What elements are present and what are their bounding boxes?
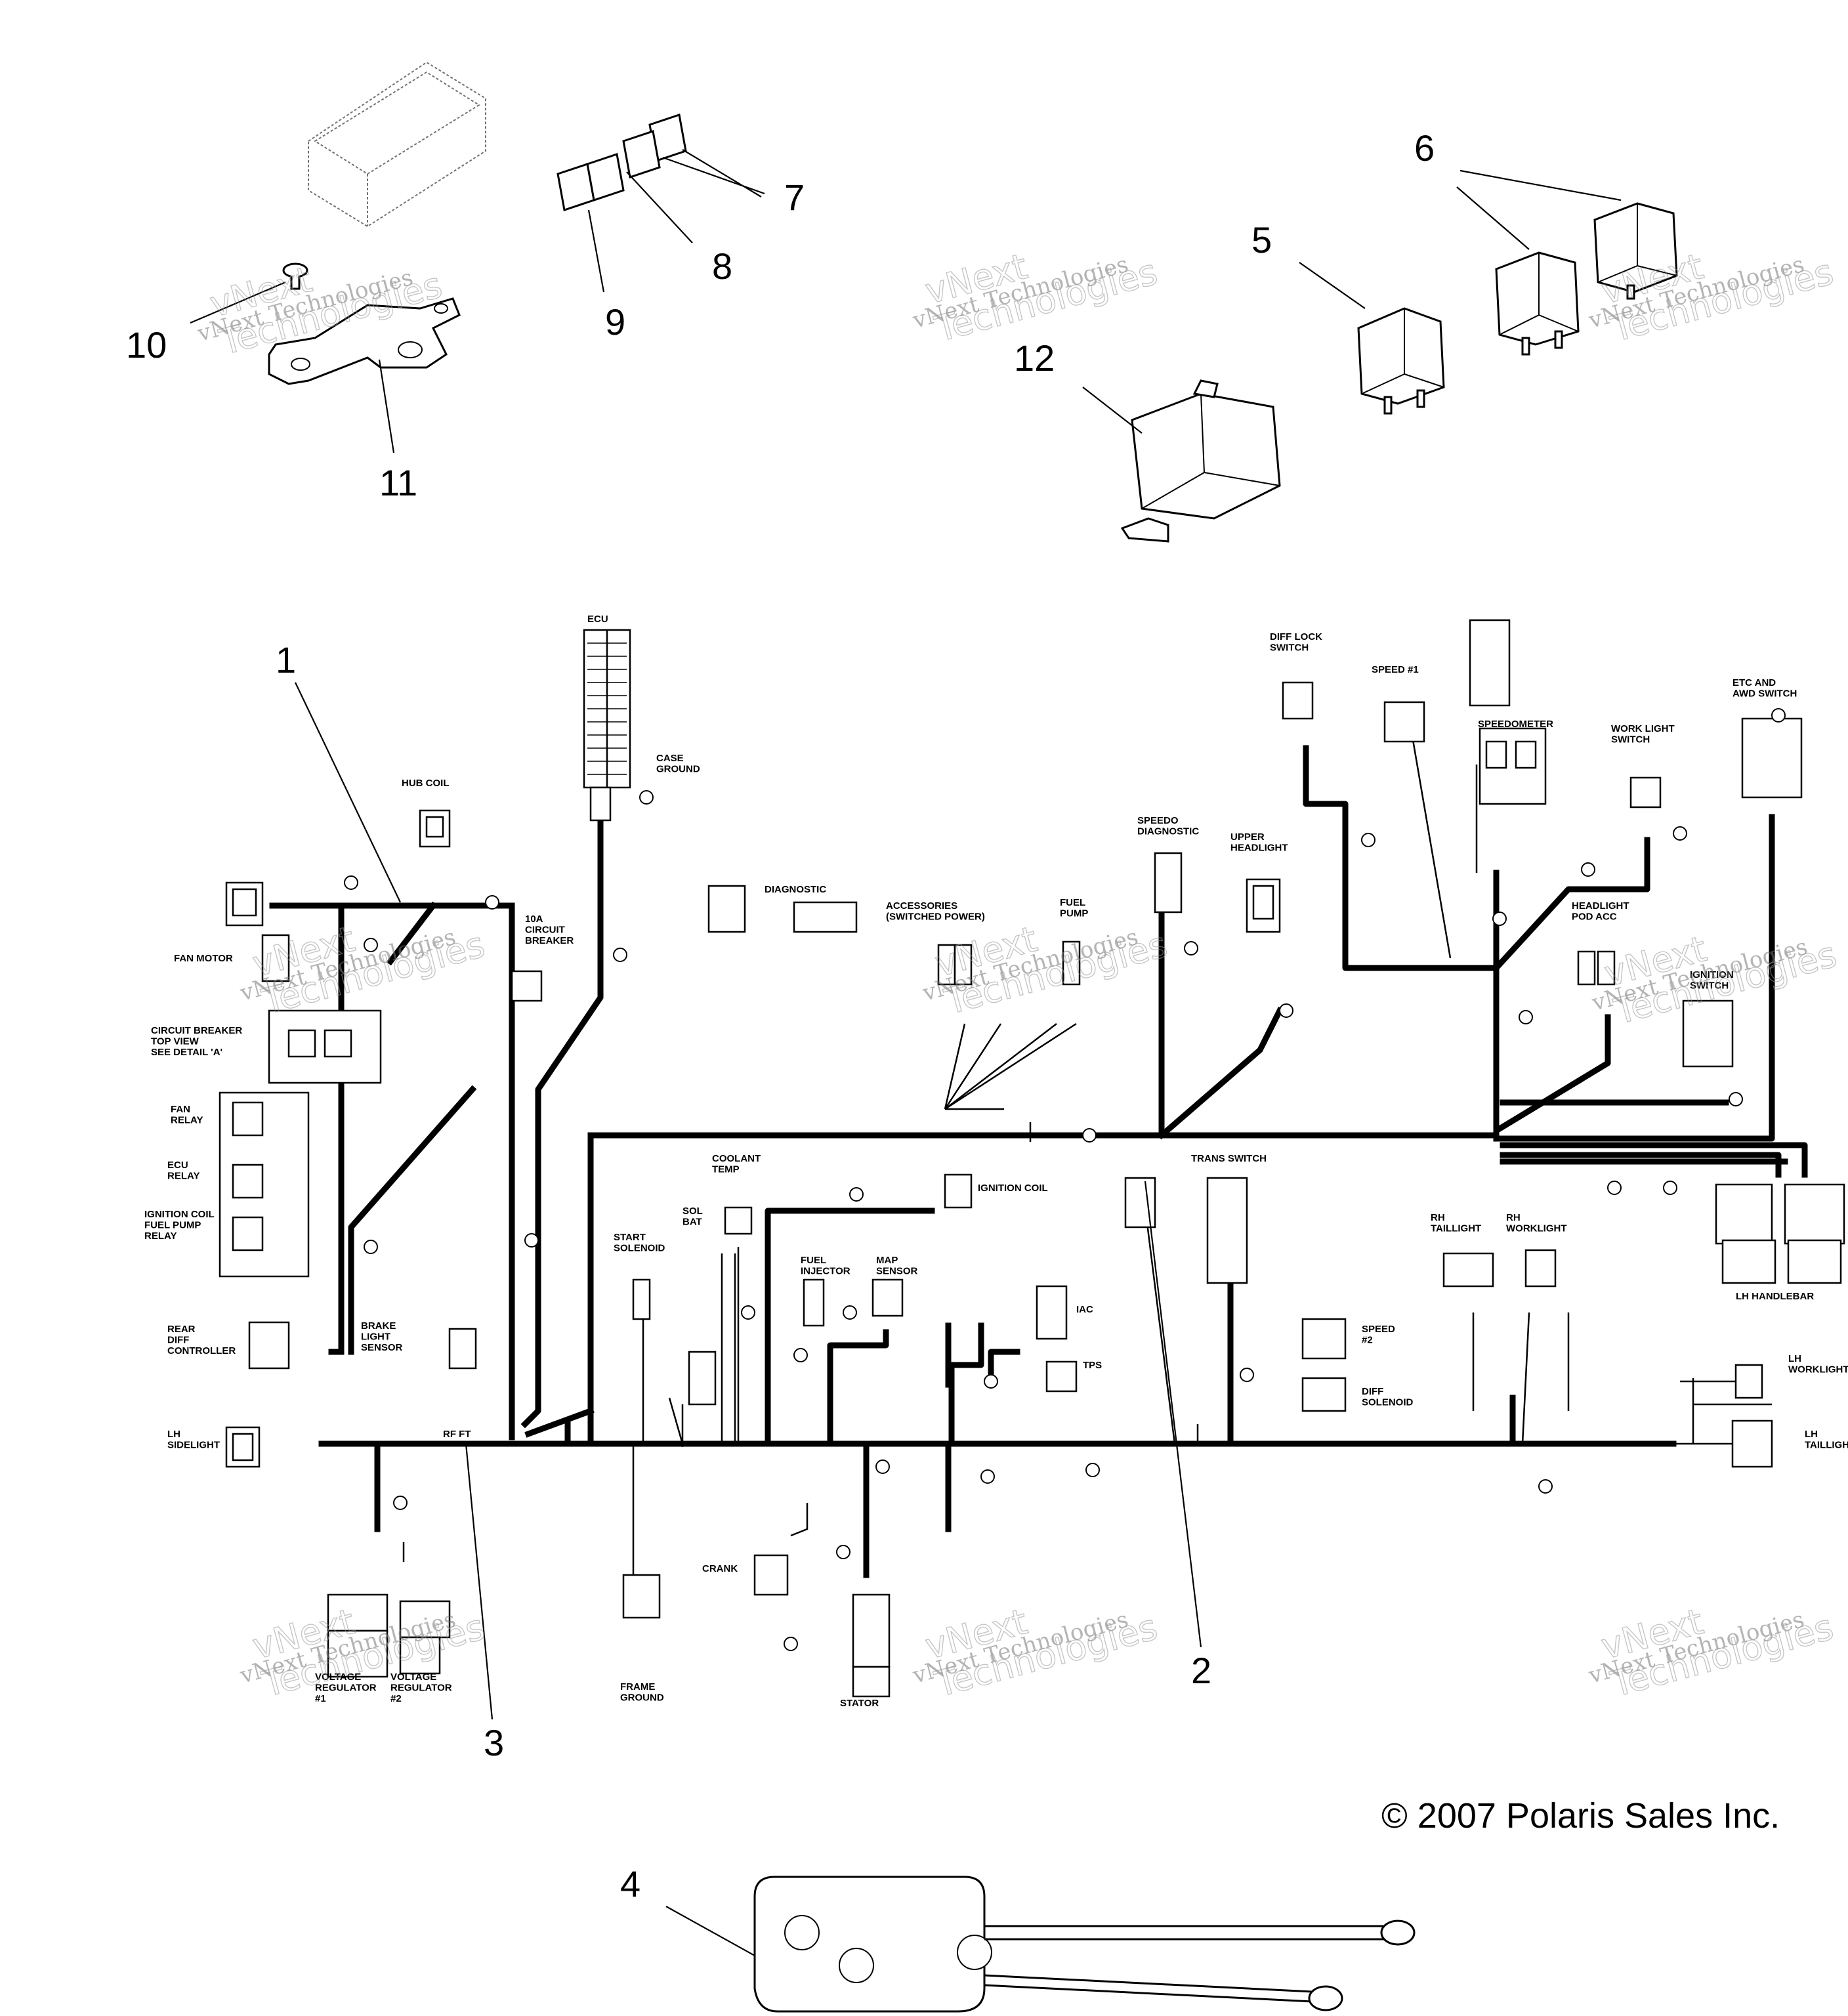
label-ecu: ECU	[587, 614, 608, 625]
callout-7: 7	[784, 177, 805, 218]
callout-12: 12	[1014, 337, 1055, 379]
relay-6a	[1495, 251, 1580, 356]
watermark: vNext Technologies vNextTechnologies	[910, 1568, 1162, 1706]
svg-text:vNextTechnologies: vNextTechnologies	[1596, 1568, 1838, 1705]
label-rf-ft: RF FT	[443, 1429, 471, 1440]
callout-10: 10	[126, 324, 167, 366]
label-ignition-coil: IGNITION COIL	[978, 1183, 1048, 1194]
connectors	[219, 619, 1845, 1698]
label-iac: IAC	[1076, 1304, 1093, 1315]
label-speed-1: SPEED #1	[1372, 664, 1419, 675]
callout-3: 3	[484, 1722, 504, 1763]
harness-trunks	[269, 745, 1808, 1578]
ecu-connector	[583, 629, 631, 822]
thin-wires	[402, 728, 1772, 1582]
svg-text:vNextTechnologies: vNextTechnologies	[920, 213, 1162, 350]
label-lh-taillight: LHTAILLIGHT	[1805, 1429, 1848, 1451]
copyright: © 2007 Polaris Sales Inc.	[1381, 1796, 1780, 1836]
watermark: vNext Technologies vNextTechnologies	[919, 886, 1172, 1023]
callout-6: 6	[1414, 127, 1435, 169]
callout-11: 11	[379, 462, 417, 503]
callout-5: 5	[1251, 219, 1272, 261]
watermark: vNext Technologies vNextTechnologies	[910, 213, 1162, 350]
callout-1: 1	[276, 639, 296, 681]
callout-9: 9	[605, 301, 625, 343]
label-speedometer: SPEEDOMETER	[1478, 719, 1553, 730]
label-crank: CRANK	[702, 1563, 738, 1574]
relay-12	[1120, 379, 1281, 543]
watermark: vNext Technologies vNextTechnologies	[1586, 1568, 1838, 1706]
relay-5	[1357, 307, 1445, 415]
svg-text:vNextTechnologies: vNextTechnologies	[920, 1568, 1162, 1705]
main-leader-lines	[295, 682, 1202, 1720]
reference-bubbles	[344, 708, 1786, 1651]
label-trans-switch: TRANS SWITCH	[1191, 1153, 1267, 1164]
label-stator: STATOR	[840, 1698, 879, 1709]
label-fan-motor: FAN MOTOR	[174, 953, 233, 964]
callout-numbers: 1 2 3 4 5 6 7 8 9 10 11 12	[126, 127, 1435, 1904]
svg-text:vNextTechnologies: vNextTechnologies	[930, 886, 1171, 1022]
mounting-bracket	[268, 262, 461, 385]
label-hub-coil: HUB COIL	[402, 778, 450, 789]
fuse-set	[556, 114, 687, 211]
fuse-box-outline	[308, 61, 486, 228]
label-accessories: ACCESSORIES(SWITCHED POWER)	[886, 900, 985, 923]
relay-6b	[1593, 202, 1678, 300]
label-diagnostic: DIAGNOSTIC	[765, 884, 826, 895]
label-lh-handlebar: LH HANDLEBAR	[1736, 1291, 1814, 1302]
callout-4: 4	[620, 1863, 640, 1904]
label-speed-2: SPEED#2	[1362, 1324, 1395, 1346]
label-tps: TPS	[1083, 1360, 1102, 1371]
top-leader-lines	[190, 149, 1622, 453]
callout-8: 8	[712, 245, 732, 287]
callout-2: 2	[1191, 1650, 1211, 1691]
ground-strap-4	[665, 1876, 1416, 2013]
